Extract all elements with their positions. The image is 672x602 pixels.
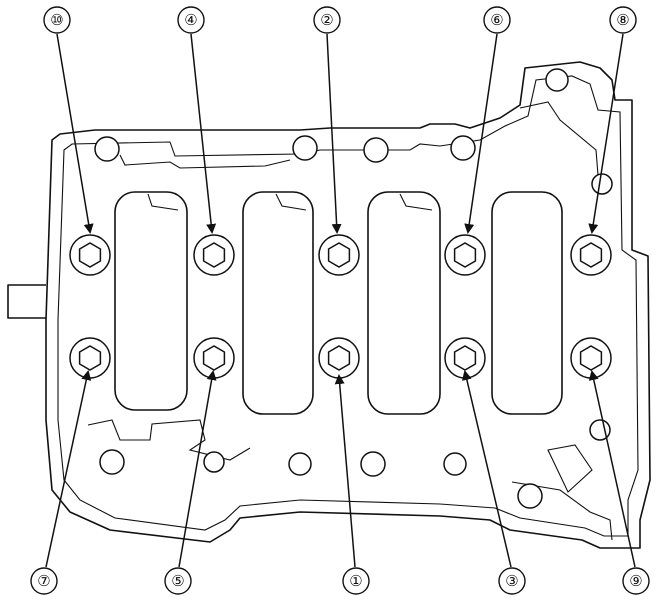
leader-arrow (588, 370, 636, 568)
callout-number: ③ (505, 572, 518, 590)
leader-arrow (178, 370, 217, 568)
leader-arrow (588, 33, 624, 234)
callout-number: ① (349, 572, 362, 590)
right-upper-bracket (519, 101, 599, 176)
callout-2: ② (313, 6, 342, 234)
aux-hole (545, 68, 569, 92)
callout-6: ⑥ (464, 6, 511, 234)
aux-hole (450, 135, 476, 161)
chamber-notch-3 (399, 193, 433, 211)
left-mounting-tab (7, 284, 46, 319)
leader-arrow (461, 370, 512, 568)
callout-8: ⑧ (588, 6, 637, 234)
cylinder-head-body (7, 61, 651, 549)
bolt-hex-head (579, 345, 603, 371)
callout-3: ③ (461, 370, 526, 595)
callout-10: ⑩ (43, 6, 94, 234)
callout-number: ⑥ (490, 11, 503, 29)
aux-hole (94, 136, 120, 162)
callout-circle (43, 6, 71, 34)
callout-circle (177, 6, 205, 34)
leader-arrow (45, 370, 92, 568)
callout-circle (498, 567, 526, 595)
callout-circle (164, 567, 192, 595)
bolt-callouts: ⑩ ④ ② ⑥ ⑧ ⑦ ⑤ (30, 6, 650, 595)
aux-hole (360, 451, 386, 477)
callout-number: ⑦ (37, 572, 50, 590)
aux-hole (99, 449, 125, 475)
callout-7: ⑦ (30, 370, 92, 595)
bolt-hex-head (202, 345, 226, 371)
bolt-hex-head (78, 345, 102, 371)
callout-number: ⑧ (616, 11, 629, 29)
chamber-opening-4 (491, 191, 563, 415)
callout-9: ⑨ (588, 370, 650, 595)
chamber-notch-2 (275, 193, 307, 211)
aux-hole (517, 483, 543, 509)
auxiliary-holes (94, 68, 613, 509)
callout-circle (483, 6, 511, 34)
upper-passage-detail (119, 154, 291, 169)
leader-arrow (464, 33, 498, 234)
callout-number: ⑤ (171, 572, 184, 590)
callout-4: ④ (177, 6, 217, 234)
bolt-hex-head (453, 345, 477, 371)
aux-hole (288, 452, 312, 476)
chamber-openings (114, 191, 563, 415)
aux-hole (363, 137, 389, 163)
callout-circle (313, 6, 341, 34)
callout-number: ② (320, 11, 333, 29)
leader-arrow (334, 374, 356, 568)
aux-hole (292, 135, 318, 161)
callout-circle (622, 567, 650, 595)
head-bolts (69, 234, 612, 379)
head-outer-contour (45, 61, 651, 549)
bolt-hex-head (78, 242, 102, 268)
head-inner-contour (57, 75, 639, 537)
aux-hole (443, 452, 467, 476)
callout-number: ⑩ (50, 11, 63, 29)
leader-arrow (190, 33, 217, 234)
callout-circle (30, 567, 58, 595)
callout-number: ④ (184, 11, 197, 29)
bolt-hex-head (579, 242, 603, 268)
leader-arrow (56, 33, 94, 234)
bolt-hex-head (327, 345, 351, 371)
callout-5: ⑤ (164, 370, 217, 595)
bolt-hex-head (453, 242, 477, 268)
right-lower-bracket (511, 444, 613, 541)
leader-arrow (326, 33, 342, 234)
callout-circle (342, 567, 370, 595)
callout-number: ⑨ (629, 572, 642, 590)
aux-hole (591, 173, 613, 195)
chamber-opening-2 (242, 191, 314, 415)
chamber-opening-3 (367, 191, 441, 415)
bolt-hex-head (202, 242, 226, 268)
chamber-notch-1 (147, 193, 179, 211)
callout-1: ① (334, 374, 370, 595)
bolt-hex-head (327, 242, 351, 268)
aux-hole (589, 419, 611, 441)
aux-hole (203, 451, 225, 473)
chamber-opening-1 (114, 191, 188, 411)
callout-circle (609, 6, 637, 34)
